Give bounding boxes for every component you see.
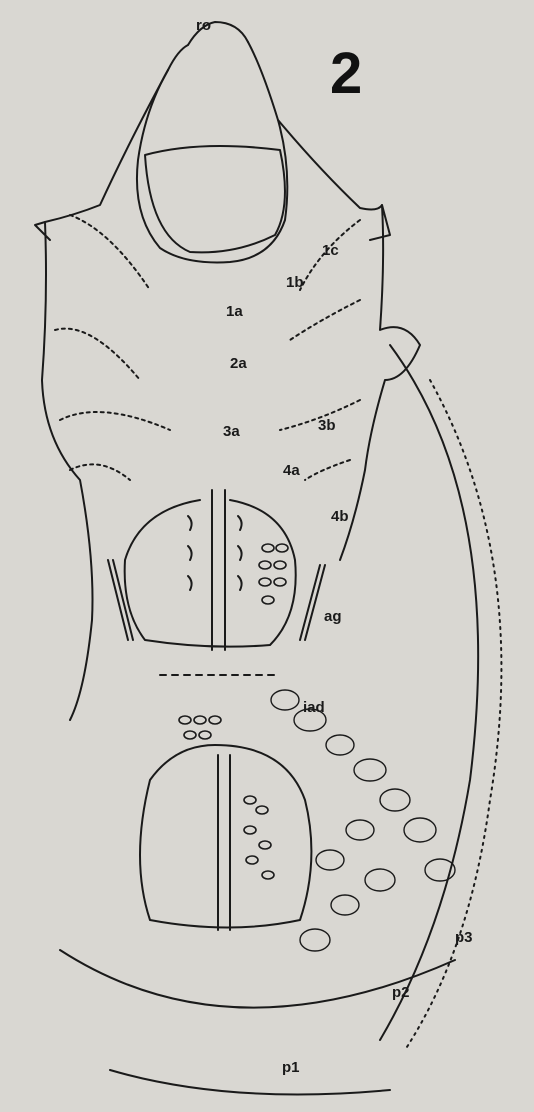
label-1c: 1c [322,243,339,258]
label-4a: 4a [283,463,300,478]
label-2a: 2a [230,356,247,371]
label-4b: 4b [331,509,349,524]
label-ag: ag [324,609,342,624]
genital-plate-outline [125,500,296,647]
label-1b: 1b [286,275,304,290]
label-1a: 1a [226,304,243,319]
label-ro: ro [196,18,211,33]
gnathosoma-inner [145,146,285,252]
figure-number: 2 [330,45,362,103]
label-iad: iad [303,700,325,715]
anal-plate-outline [140,745,311,928]
label-3a: 3a [223,424,240,439]
label-p1: p1 [282,1060,300,1075]
label-3b: 3b [318,418,336,433]
label-p2: p2 [392,985,410,1000]
body-outline-right [278,120,420,560]
body-outline-left [42,70,168,720]
label-p3: p3 [455,930,473,945]
